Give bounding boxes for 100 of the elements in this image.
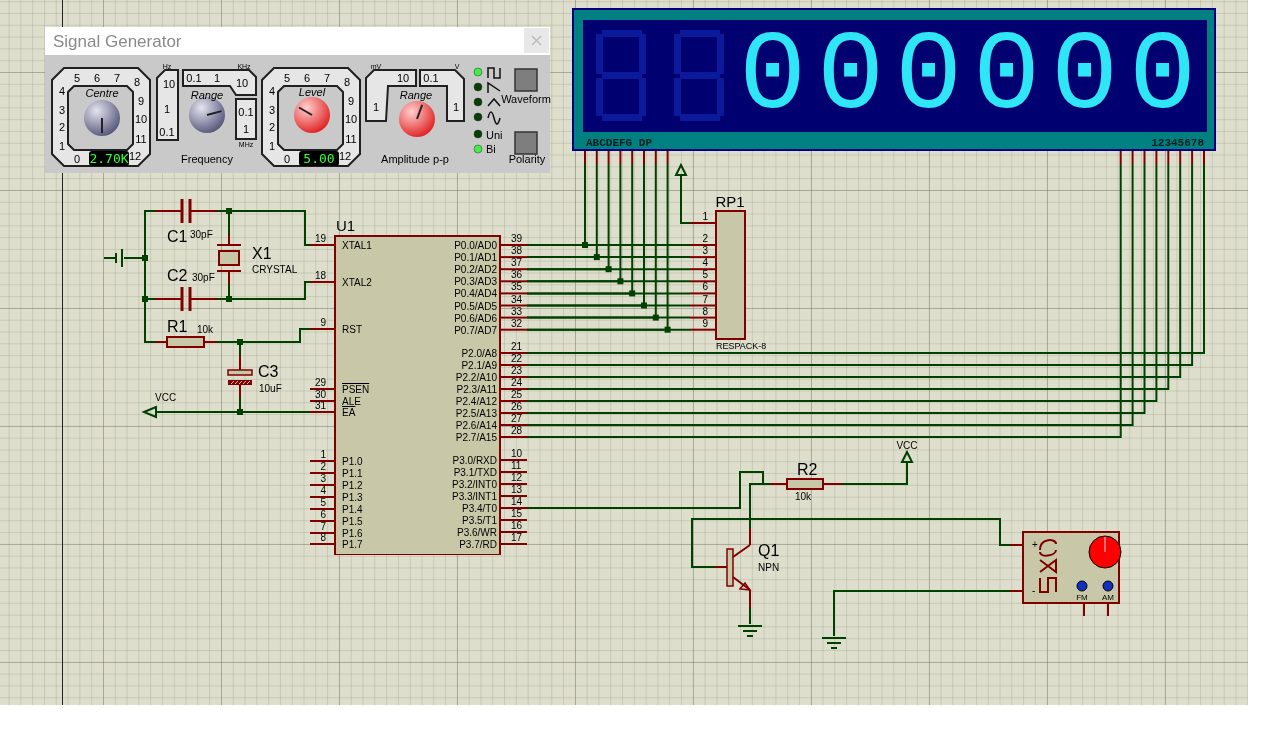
scale-number: 6: [303, 72, 311, 84]
scale-number: 10: [396, 72, 410, 84]
pin-name: P0.1/AD1: [454, 253, 497, 264]
display-digits: 000000: [739, 22, 1208, 134]
pin-number: 6: [702, 282, 708, 293]
pin-name: P3.6/WR: [457, 528, 497, 538]
scale-number: 12: [128, 150, 142, 162]
pin-number: 28: [511, 426, 523, 436]
value-label: 30pF: [192, 273, 215, 283]
pin-name: P2.0/A8: [461, 349, 497, 359]
component-label: R1: [167, 319, 188, 335]
pin-number: 27: [511, 414, 523, 424]
pin-number: 33: [511, 306, 523, 317]
pin-name: P0.3/AD3: [454, 277, 497, 288]
scale-number: 3: [268, 104, 276, 116]
dial-label: Centre: [85, 87, 119, 99]
pin-name: P1.5: [342, 517, 363, 527]
scale-number: 1: [58, 140, 66, 152]
pin-name: P3.2/INT0: [451, 480, 497, 490]
pin-number: 13: [511, 485, 523, 495]
pin-name: P0.6/AD6: [454, 313, 497, 324]
scale-number: 8: [133, 76, 141, 88]
knob-label: FM: [1076, 594, 1088, 602]
button-caption: Waveform: [501, 93, 551, 105]
wire: [216, 281, 311, 300]
pin-name: P3.7/RD: [459, 540, 497, 550]
pin-number: 31: [314, 401, 326, 411]
pin-name: P1.3: [342, 493, 363, 503]
pin-number: 38: [511, 246, 523, 257]
section-label: Frequency: [181, 153, 233, 165]
pin-name: P3.4/T0: [461, 504, 497, 514]
option-label: Uni: [486, 129, 503, 141]
dial-label: Level: [298, 86, 326, 98]
pin-name: P2.1/A9: [461, 361, 497, 371]
wire: [526, 163, 634, 295]
wire: [691, 518, 1011, 568]
pin-number: 34: [511, 294, 523, 305]
pin-number: 21: [511, 342, 523, 352]
pin-name: P0.4/AD4: [454, 289, 497, 300]
component-label: C2: [167, 268, 188, 284]
pin-name: P2.3/A11: [456, 385, 497, 395]
scale-number: 7: [323, 72, 331, 84]
pin-name: XTAL1: [342, 241, 372, 251]
value-label: 10k: [197, 325, 214, 335]
wire: [841, 463, 908, 485]
pin-number: 5: [702, 270, 708, 281]
scale-number: 10: [235, 77, 249, 89]
scale-number: 11: [135, 133, 147, 145]
scale-number: 3: [58, 104, 66, 116]
wire: [526, 163, 610, 271]
knob-label: AM: [1102, 594, 1114, 602]
pin-name: PSEN: [342, 385, 370, 395]
pin-number: 15: [511, 509, 523, 519]
scale-number: 11: [345, 133, 357, 145]
pin-name: ALE: [342, 397, 361, 407]
component-label: Q1: [758, 543, 780, 559]
value-label: 10uF: [259, 384, 282, 394]
pin-number: 26: [511, 402, 523, 412]
wire: [216, 210, 311, 246]
pin-name: P0.0/AD0: [454, 241, 497, 251]
scale-number: 5: [73, 72, 81, 84]
scale-number: 1: [242, 123, 250, 135]
readout-value: 5.00: [303, 151, 335, 165]
pin-number: 4: [702, 258, 708, 269]
pin-name: P0.2/AD2: [454, 265, 497, 276]
option-label: Bi: [486, 143, 496, 155]
scale-number: 10: [134, 113, 148, 125]
pin-number: 18: [314, 271, 326, 281]
scale-number: 12: [338, 150, 352, 162]
pin-number: 11: [511, 461, 522, 471]
readout-value: 2.70K: [89, 151, 129, 165]
scale-number: 4: [268, 85, 276, 97]
pin-name: P3.5/T1: [461, 516, 497, 526]
scale-number: 10: [344, 113, 358, 125]
pin-number: 37: [511, 258, 523, 269]
scale-number: 6: [93, 72, 101, 84]
wire: [526, 163, 622, 283]
pin-name: P3.1/TXD: [453, 468, 497, 478]
scale-number: 1: [452, 101, 460, 113]
scale-number: 1: [213, 72, 221, 84]
wire: [833, 590, 1011, 637]
scale-number: 0: [283, 153, 291, 165]
wire: [526, 163, 598, 259]
pin-name: P2.4/A12: [455, 397, 497, 407]
pin-name: P2.7/A15: [455, 433, 497, 443]
component-label: U1: [336, 217, 356, 233]
pin-number: 16: [511, 521, 523, 531]
button-caption: Polarity: [508, 153, 546, 165]
scale-number: 1: [268, 140, 276, 152]
pin-number: 22: [511, 354, 523, 364]
scale-number: 8: [343, 76, 351, 88]
terminal-sign: -: [1032, 586, 1036, 596]
window-title: Signal Generator: [53, 32, 182, 50]
terminal-sign: +: [1032, 540, 1038, 550]
scale-number: 7: [113, 72, 121, 84]
pin-number: 25: [511, 390, 523, 400]
pin-name: P1.7: [342, 540, 363, 550]
pin-name: P3.3/INT1: [451, 492, 497, 502]
part-type-label: CRYSTAL: [252, 265, 298, 275]
wire: [526, 163, 586, 246]
